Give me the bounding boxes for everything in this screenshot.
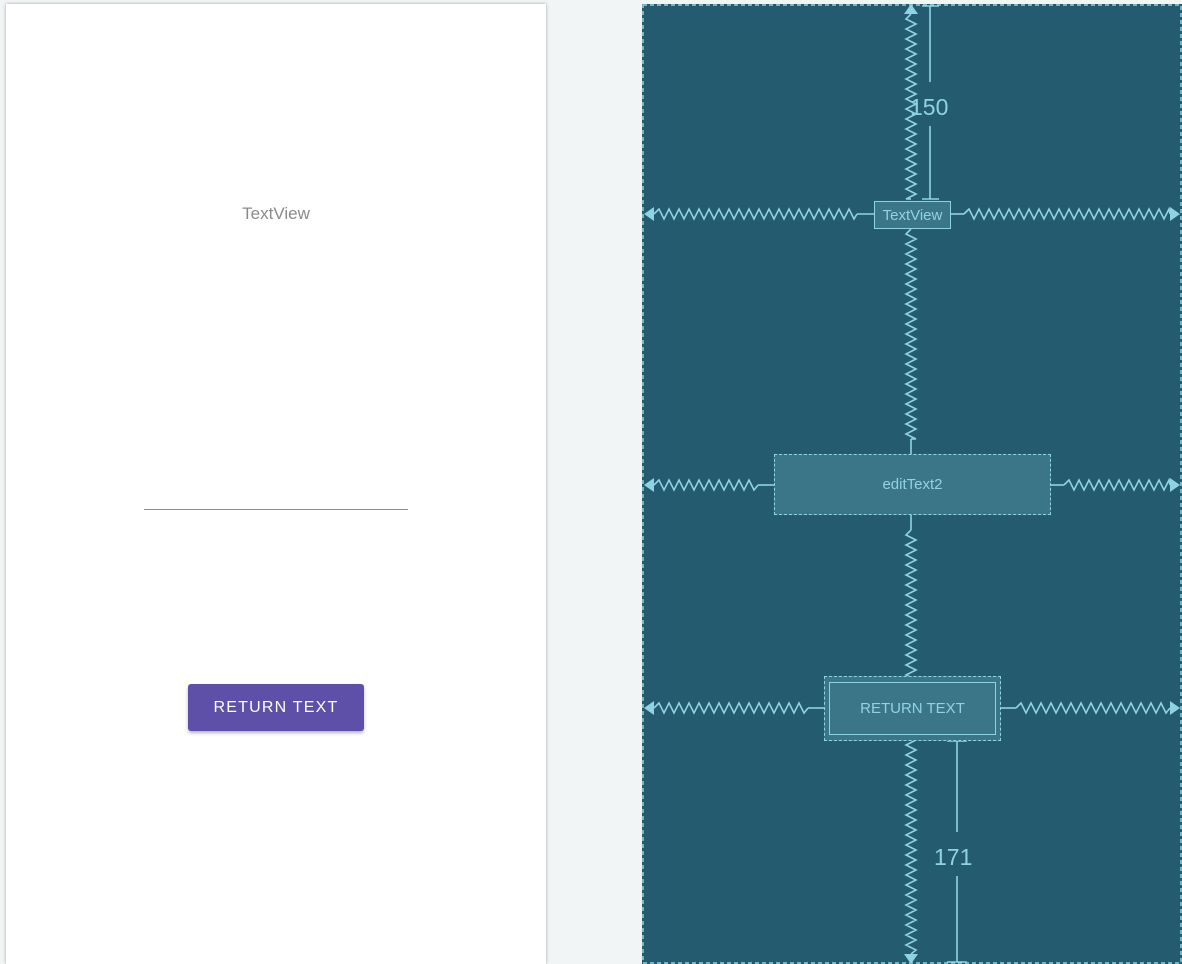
button-right-spring — [1015, 701, 1171, 715]
top-margin-value[interactable]: 150 — [910, 94, 949, 120]
edittext-left-spring — [653, 478, 759, 492]
textview-right-arrow — [1170, 207, 1180, 221]
top-arrow — [904, 4, 918, 14]
edittext-right-arrow — [1170, 478, 1180, 492]
blueprint-textview[interactable]: TextView — [874, 201, 951, 229]
edittext-bottom-spring — [904, 529, 918, 955]
button-left-arrow — [644, 701, 654, 715]
textview-top-spring — [904, 13, 918, 200]
return-text-button[interactable]: RETURN TEXT — [188, 684, 364, 731]
blueprint-border — [642, 4, 1182, 964]
blueprint-button-inner-frame — [829, 682, 996, 735]
textview-left-arrow — [644, 207, 654, 221]
edittext-left-arrow — [644, 478, 654, 492]
blueprint-edittext[interactable]: editText2 — [774, 454, 1051, 515]
textview-left-spring — [653, 207, 858, 221]
textview[interactable]: TextView — [242, 204, 310, 223]
bottom-margin-value[interactable]: 171 — [934, 844, 973, 870]
textview-right-spring — [963, 206, 1171, 221]
blueprint-panel: TextView editText2 RETURN TEXT 150 171 — [642, 4, 1182, 964]
blueprint-button[interactable]: RETURN TEXT — [824, 676, 1001, 741]
bottom-arrow — [904, 954, 918, 964]
edit-text-field[interactable] — [144, 489, 408, 510]
blueprint-edittext-label: editText2 — [882, 476, 943, 493]
blueprint-textview-label: TextView — [882, 206, 943, 224]
blueprint-button-label: RETURN TEXT — [860, 700, 965, 717]
button-right-arrow — [1170, 701, 1180, 715]
design-preview-panel: TextView RETURN TEXT — [6, 4, 546, 964]
textview-edittext-spring — [904, 228, 918, 440]
edittext-right-spring — [1063, 477, 1171, 492]
button-left-spring — [653, 701, 809, 715]
